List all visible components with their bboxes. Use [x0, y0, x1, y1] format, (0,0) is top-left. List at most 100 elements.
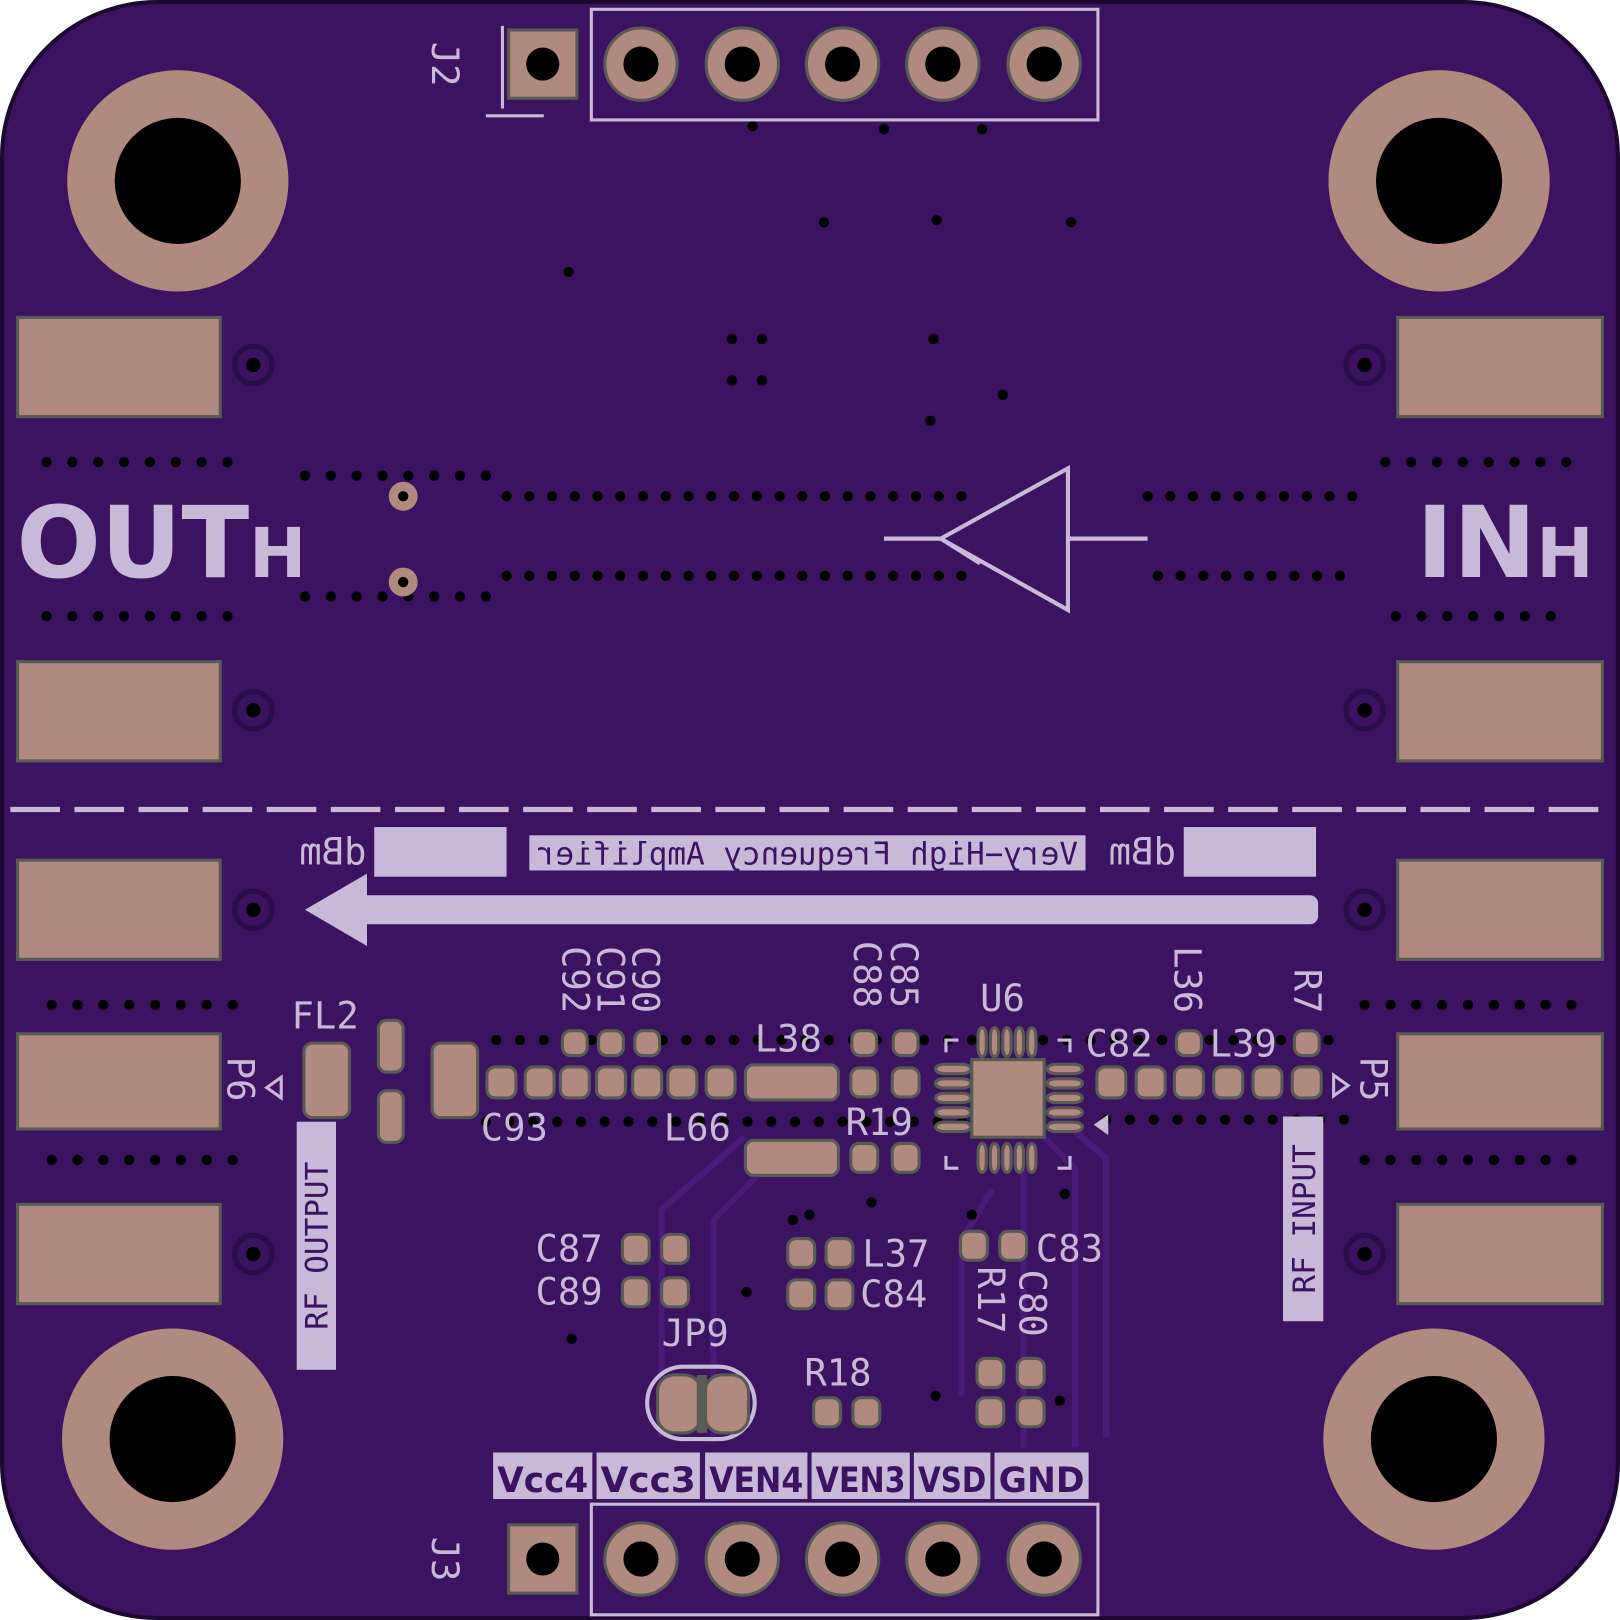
u6-pin[interactable] [988, 1141, 1001, 1174]
via [175, 1154, 187, 1166]
smd-pad[interactable] [786, 1236, 817, 1270]
u6-pin[interactable] [1013, 1026, 1026, 1059]
smd-pad[interactable] [597, 1029, 625, 1058]
u6-pin[interactable] [934, 1077, 973, 1090]
u6-pin[interactable] [934, 1091, 973, 1105]
edge-pad-left[interactable] [16, 660, 222, 763]
smd-pad[interactable] [1290, 1065, 1323, 1100]
u6-pin[interactable] [1045, 1077, 1084, 1090]
jp9-solder-jumper[interactable] [645, 1364, 757, 1442]
via [299, 470, 311, 481]
u6-pin[interactable] [1026, 1141, 1038, 1174]
smd-pad[interactable] [560, 1029, 589, 1058]
edge-pad-right[interactable] [1396, 858, 1604, 961]
smd-pad[interactable] [1212, 1065, 1245, 1100]
smd-pad[interactable] [666, 1065, 699, 1100]
smd-pad[interactable] [975, 1396, 1006, 1429]
smd-pad[interactable] [1292, 1029, 1321, 1058]
l38-pad[interactable] [743, 1063, 840, 1102]
u6-pin[interactable] [1045, 1062, 1084, 1076]
u6-pin[interactable] [1026, 1026, 1038, 1059]
via [93, 610, 104, 622]
mounting-hole [1370, 1376, 1497, 1503]
via [797, 491, 808, 502]
smd-pad[interactable] [890, 1066, 921, 1099]
edge-pad-right[interactable] [1396, 1202, 1604, 1306]
smd-pad[interactable] [849, 1141, 880, 1174]
smd-pad[interactable] [558, 1065, 591, 1100]
pin-label-box [493, 1452, 593, 1500]
via [910, 570, 922, 582]
smd-pad[interactable] [594, 1065, 628, 1100]
smd-pad[interactable] [660, 1232, 691, 1265]
smd-pad[interactable] [620, 1232, 651, 1265]
smd-pad[interactable] [485, 1065, 518, 1100]
fl2-pad[interactable] [302, 1041, 351, 1120]
via [1338, 1114, 1350, 1125]
smd-pad[interactable] [1172, 1065, 1205, 1100]
smd-pad[interactable] [812, 1396, 843, 1429]
u6-pin[interactable] [1001, 1141, 1013, 1174]
u6-pin[interactable] [1001, 1026, 1013, 1059]
via [1251, 1034, 1263, 1046]
u6-pin[interactable] [976, 1026, 988, 1059]
edge-pad-right[interactable] [1396, 315, 1604, 419]
fl2-pad[interactable] [376, 1089, 405, 1144]
smd-pad[interactable] [1174, 1029, 1203, 1058]
smd-pad[interactable] [851, 1396, 882, 1429]
smd-pad[interactable] [704, 1065, 737, 1100]
via [756, 375, 768, 386]
smd-pad[interactable] [1134, 1065, 1167, 1100]
u6-pin[interactable] [1045, 1106, 1084, 1119]
smd-pad[interactable] [891, 1029, 920, 1058]
via [569, 570, 580, 582]
smd-pad[interactable] [958, 1229, 989, 1262]
smd-pad[interactable] [1251, 1065, 1284, 1100]
smd-pad[interactable] [824, 1278, 855, 1311]
fl2-pad[interactable] [430, 1041, 480, 1120]
via [647, 1116, 658, 1127]
edge-pad-left[interactable] [16, 315, 222, 419]
via [774, 570, 785, 582]
u6-pin[interactable] [934, 1062, 973, 1076]
via [1359, 1154, 1370, 1166]
smd-pad[interactable] [975, 1356, 1006, 1389]
label-l38: L38 [755, 1016, 822, 1060]
smd-pad[interactable] [786, 1278, 817, 1311]
edge-pad-left[interactable] [16, 1032, 222, 1131]
edge-pad-left[interactable] [16, 858, 222, 961]
smd-pad[interactable] [1015, 1356, 1046, 1389]
smd-pad[interactable] [620, 1276, 651, 1309]
smd-pad[interactable] [660, 1276, 691, 1309]
u6-pin[interactable] [988, 1026, 1001, 1059]
l66-pad[interactable] [743, 1138, 840, 1178]
smd-pad[interactable] [850, 1029, 879, 1058]
edge-pad-left[interactable] [16, 1202, 222, 1306]
edge-pad-right[interactable] [1396, 1032, 1604, 1131]
fl2-pad[interactable] [376, 1018, 405, 1074]
smd-pad[interactable] [631, 1065, 664, 1100]
via [46, 999, 57, 1011]
header-pin-1[interactable] [507, 1523, 579, 1595]
u6-pin[interactable] [1045, 1120, 1084, 1134]
edge-pad-right[interactable] [1396, 660, 1604, 763]
via [888, 491, 899, 502]
via [1347, 491, 1358, 502]
smd-pad[interactable] [849, 1066, 880, 1099]
u6-pin[interactable] [976, 1141, 988, 1174]
u6-pin[interactable] [1045, 1091, 1084, 1105]
u6-pin[interactable] [934, 1120, 973, 1134]
via [1462, 999, 1474, 1011]
smd-pad[interactable] [824, 1236, 855, 1270]
u6-pin[interactable] [934, 1106, 973, 1119]
smd-pad[interactable] [998, 1229, 1029, 1262]
header-pins[interactable] [507, 26, 1082, 1597]
smd-pad[interactable] [523, 1065, 556, 1100]
smd-pad[interactable] [890, 1141, 921, 1174]
smd-pad[interactable] [633, 1029, 662, 1058]
smd-pad[interactable] [1095, 1065, 1128, 1100]
smd-pad[interactable] [1015, 1396, 1046, 1429]
via [1175, 570, 1186, 582]
u6-pin[interactable] [1013, 1141, 1026, 1174]
